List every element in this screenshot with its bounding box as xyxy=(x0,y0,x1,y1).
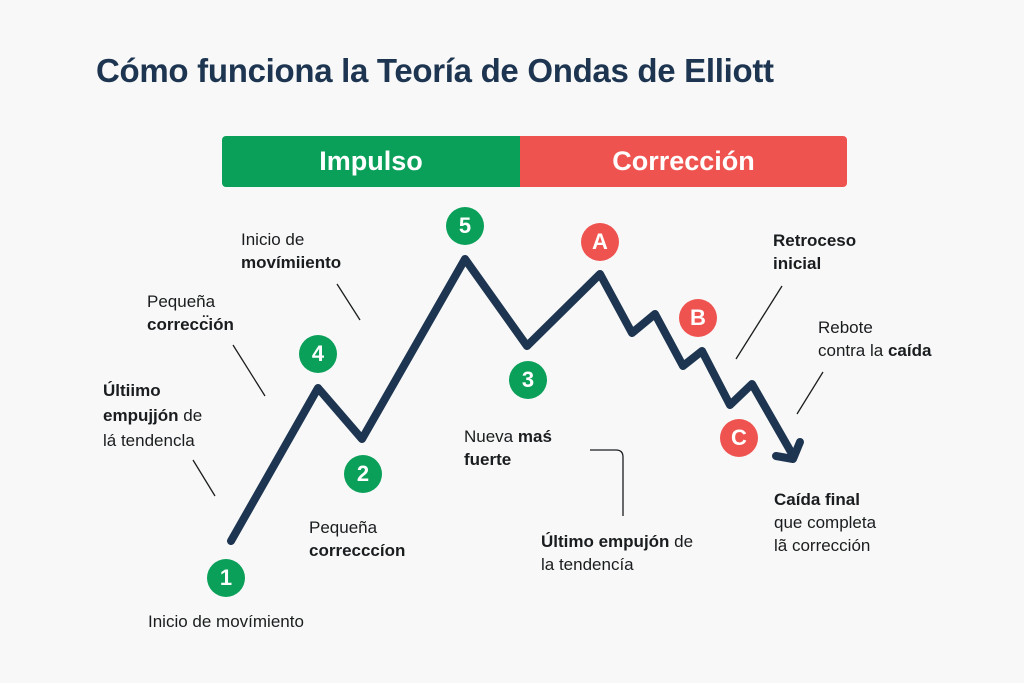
wave-marker-2: 2 xyxy=(344,455,382,493)
impulse-phase: Impulso xyxy=(222,136,520,187)
wave-marker-c: C xyxy=(720,419,758,457)
annotation-pequena-bottom: Pequeña correcccíon xyxy=(309,518,406,560)
wave-marker-5: 5 xyxy=(446,207,484,245)
wave-marker-1: 1 xyxy=(207,559,245,597)
annotation-rebote: Rebote contra la caída xyxy=(818,318,932,360)
annotation-caida: Caída final que completa lã corrección xyxy=(774,490,877,555)
annotation-ultimo-left: Últiimo empujjón de lá tendencla xyxy=(103,381,203,450)
page-title: Cómo funciona la Teoría de Ondas de Elli… xyxy=(96,52,774,89)
wave-marker-a: A xyxy=(581,223,619,261)
wave-line xyxy=(227,255,795,545)
pointer-inicio-top xyxy=(336,283,361,321)
pointer-retroceso xyxy=(735,285,783,360)
pointer-ultimo-left xyxy=(192,459,216,497)
wave-marker-3: 3 xyxy=(509,361,547,399)
pointer-nueva xyxy=(590,449,624,516)
annotation-ultimo-bottom: Último empujón de la tendencía xyxy=(541,532,694,574)
annotation-pequena-top: Pequeña correcc̈ión xyxy=(147,292,234,334)
pointer-pequena-top xyxy=(232,344,266,397)
correction-phase: Corrección xyxy=(520,136,847,187)
annotation-nueva: Nueva maś fuerte xyxy=(464,427,552,469)
annotation-inicio-top: Inicio de movímiiento xyxy=(241,230,342,272)
pointer-rebote xyxy=(796,371,824,415)
wave-marker-4: 4 xyxy=(299,335,337,373)
wave-marker-b: B xyxy=(679,299,717,337)
pointer-lines xyxy=(192,283,824,516)
annotation-inicio-bottom: Inicio de movímiento xyxy=(148,612,304,631)
arrow-head-icon xyxy=(772,438,804,463)
phase-bar: Impulso Corrección xyxy=(222,136,847,187)
annotation-retroceso: Retroceso inicial xyxy=(773,231,857,273)
